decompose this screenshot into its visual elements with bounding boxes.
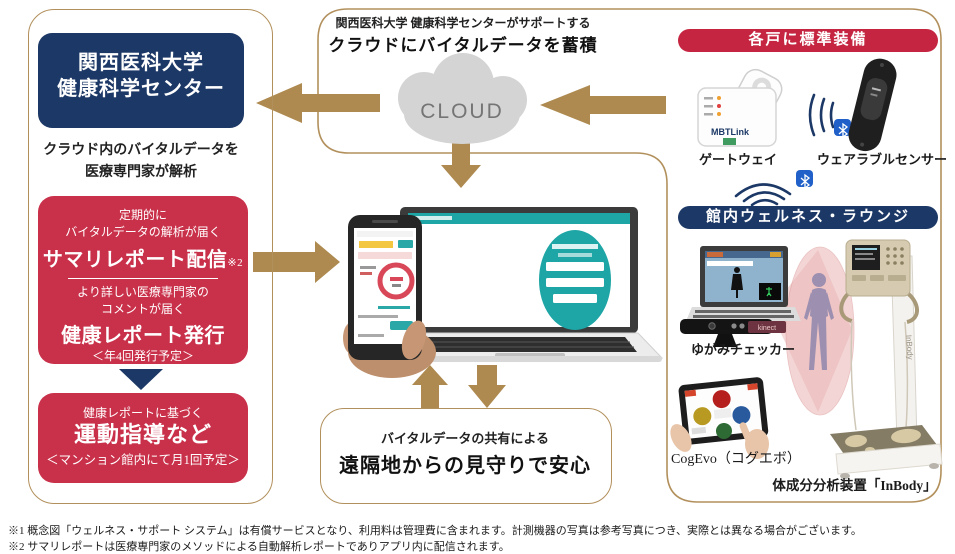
report-line2: バイタルデータの解析が届く <box>65 225 221 240</box>
arrow-monitor-up <box>412 365 448 408</box>
report-title1-note: ※2 <box>227 256 244 269</box>
exercise-schedule: ＜マンション館内にて月1回予定＞ <box>46 452 240 467</box>
summary-report-box: 定期的に バイタルデータの解析が届く サマリレポート配信※2 より詳しい医療専門… <box>38 196 248 364</box>
footnotes: ※1 概念図「ウェルネス・サポート システム」は有償サービスとなり、利用料は管理… <box>8 524 948 554</box>
university-caption-line2: 医療専門家が解析 <box>85 164 197 180</box>
cloud-caption: 関西医科大学 健康科学センターがサポートする <box>335 16 591 30</box>
flow-outline <box>317 8 942 503</box>
bluetooth-waves <box>734 170 813 207</box>
arrow-cloud-to-university <box>256 83 380 123</box>
university-caption: クラウド内のバイタルデータを 医療専門家が解析 <box>26 140 256 183</box>
report-divider <box>68 277 218 279</box>
home-banner: 各戸に標準装備 <box>678 29 938 52</box>
gateway-illustration: MBTLink <box>697 68 783 147</box>
exercise-box: 健康レポートに基づく 運動指導など ＜マンション館内にて月1回予定＞ <box>38 393 248 483</box>
university-name: 関西医科大学 <box>78 52 204 74</box>
arrow-report-to-exercise <box>119 369 163 390</box>
report-line4: コメントが届く <box>100 302 185 317</box>
report-line3: より詳しい医療専門家の <box>77 284 209 299</box>
monitor-line1: バイタルデータの共有による <box>380 431 550 446</box>
report-line1: 定期的に <box>118 208 167 222</box>
report-title2: 健康レポート発行 <box>61 324 225 347</box>
monitor-box: バイタルデータの共有による 遠隔地からの見守りで安心 <box>320 428 610 478</box>
arrow-home-to-cloud <box>540 85 666 125</box>
university-center-name: 健康科学センター <box>57 78 225 100</box>
inbody-illustration: InBody <box>830 239 943 479</box>
left-panel-outline <box>28 9 273 504</box>
cogevo-label: CogEvo（コグエボ） <box>671 452 801 467</box>
cloud-graphic: CLOUD <box>398 53 527 144</box>
exercise-line1: 健康レポートに基づく <box>82 406 203 420</box>
wearable-label: ウェアラブルセンサー <box>816 152 947 167</box>
report-schedule: ＜年4回発行予定＞ <box>91 348 194 363</box>
cogevo-illustration <box>670 377 769 459</box>
wearable-illustration <box>808 58 897 152</box>
university-box: 関西医科大学 健康科学センター <box>38 33 244 128</box>
university-caption-line1: クラウド内のバイタルデータを <box>43 143 239 158</box>
cloud-heading: 関西医科大学 健康科学センターがサポートする クラウドにバイタルデータを蓄積 <box>318 14 608 56</box>
kinect-label: kinect <box>758 325 776 332</box>
gateway-brand-label: MBTLink <box>711 127 750 137</box>
monitor-title: 遠隔地からの見守りで安心 <box>339 455 591 477</box>
arrow-report-to-app <box>253 241 340 283</box>
footnote-2: ※2 サマリレポートは医療専門家のメソッドによる自動解析レポートでありアプリ内に… <box>8 540 510 553</box>
exercise-title: 運動指導など <box>73 422 212 448</box>
laptop-illustration <box>376 207 664 362</box>
cloud-label: CLOUD <box>420 100 504 123</box>
arrow-monitor-down <box>468 365 506 408</box>
report-title1: サマリレポート配信※2 <box>38 243 248 272</box>
flow-arrows <box>253 83 666 408</box>
yugami-label: ゆがみチェッカー <box>690 342 795 357</box>
lounge-banner: 館内ウェルネス・ラウンジ <box>678 206 938 229</box>
gateway-label: ゲートウェイ <box>698 152 777 167</box>
report-title1-text: サマリレポート配信 <box>42 248 228 271</box>
yugami-checker-illustration: kinect <box>680 246 855 416</box>
inbody-brand-label: InBody <box>904 335 915 360</box>
footnote-1: ※1 概念図「ウェルネス・サポート システム」は有償サービスとなり、利用料は管理… <box>8 525 862 537</box>
arrow-cloud-down <box>441 143 481 188</box>
monitor-box-outline <box>320 408 612 504</box>
cloud-title: クラウドにバイタルデータを蓄積 <box>328 36 598 55</box>
smartphone-illustration <box>343 215 436 378</box>
inbody-label: 体成分分析装置「InBody」 <box>772 478 937 493</box>
